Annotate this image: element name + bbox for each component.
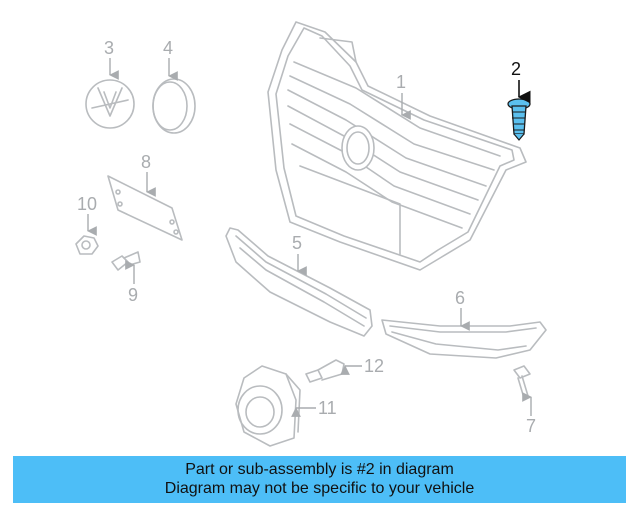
lower-grille-part[interactable] [225, 227, 373, 337]
connector-part[interactable] [305, 359, 345, 383]
callout-8: 8 [141, 152, 151, 172]
screw-part[interactable] [513, 365, 531, 399]
side-trim-part[interactable] [381, 319, 547, 359]
callout-12: 12 [364, 356, 384, 376]
callout-9: 9 [128, 285, 138, 305]
nut-part[interactable] [75, 235, 99, 255]
license-bracket-part[interactable] [107, 175, 183, 241]
grille-part[interactable] [267, 21, 527, 271]
callout-5: 5 [292, 233, 302, 253]
callout-6: 6 [455, 288, 465, 308]
callout-3: 3 [104, 38, 114, 58]
caption-line-2: Diagram may not be specific to your vehi… [164, 480, 475, 497]
emblem-cover-part[interactable] [152, 78, 196, 134]
bolt-part[interactable] [111, 251, 141, 271]
clip-fastener-part[interactable] [507, 98, 531, 141]
callout-1: 1 [396, 72, 406, 92]
callout-10: 10 [77, 194, 97, 214]
parts-diagram: 1 2 3 4 5 6 7 8 9 10 11 12 [75, 21, 547, 447]
caption-line-1: Part or sub-assembly is #2 in diagram [185, 461, 454, 478]
emblem-part[interactable] [85, 79, 135, 129]
callout-7: 7 [526, 416, 536, 436]
callout-2[interactable]: 2 [511, 59, 521, 79]
callout-11: 11 [318, 398, 337, 418]
caption-banner: Part or sub-assembly is #2 in diagram Di… [13, 456, 626, 503]
sensor-part[interactable] [235, 365, 301, 447]
callout-4: 4 [163, 38, 173, 58]
